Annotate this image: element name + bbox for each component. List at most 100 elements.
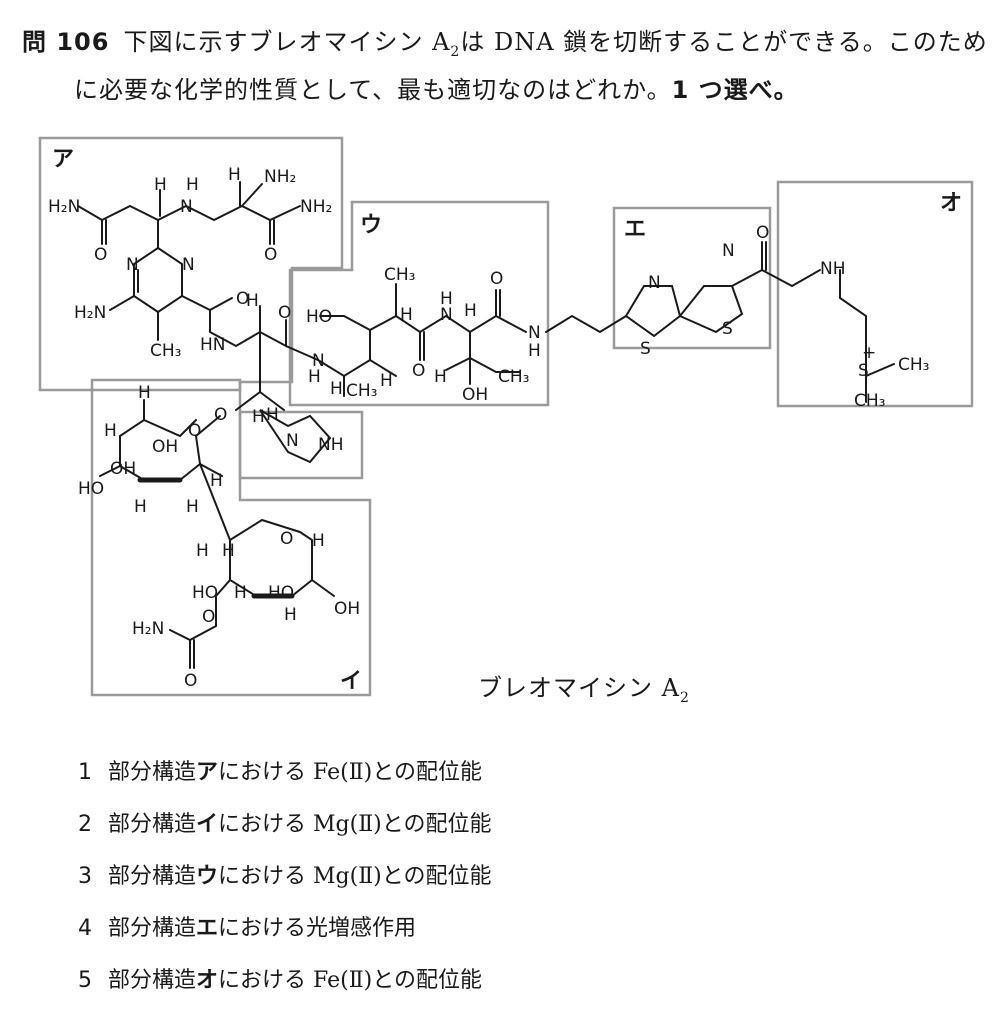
svg-text:HO: HO — [268, 583, 294, 603]
box-label-a: ア — [52, 147, 74, 172]
figure-caption-text: ブレオマイシン A — [478, 674, 680, 702]
svg-text:O: O — [188, 421, 201, 441]
choice-text: における Mg(Ⅱ)との配位能 — [218, 812, 492, 837]
box-u — [288, 200, 550, 407]
box-label-e: エ — [624, 217, 646, 242]
svg-text:CH₃: CH₃ — [150, 341, 181, 361]
choice-5[interactable]: 5 部分構造オにおける Fe(Ⅱ)との配位能 — [78, 962, 482, 994]
svg-text:O: O — [184, 671, 197, 691]
choice-text: における Fe(Ⅱ)との配位能 — [218, 968, 483, 993]
question-line-2: に必要な化学的性質として、最も適切なのはどれか。1 つ選べ。 — [74, 70, 799, 105]
question-text-2: に必要な化学的性質として、最も適切なのはどれか。 — [74, 76, 672, 104]
box-i-imidazole — [238, 410, 364, 480]
figure-caption: ブレオマイシン A2 — [478, 668, 690, 706]
choice-keyword: エ — [196, 916, 219, 941]
svg-text:H: H — [440, 289, 453, 309]
question-select-count: 1 つ選べ。 — [671, 76, 799, 104]
svg-text:O: O — [202, 607, 215, 627]
svg-text:OH: OH — [334, 599, 360, 619]
choice-text: 部分構造 — [108, 968, 197, 993]
svg-text:NH: NH — [820, 259, 846, 279]
svg-text:H: H — [312, 531, 325, 551]
choice-text: 部分構造 — [108, 760, 197, 785]
svg-text:CH₃: CH₃ — [346, 381, 377, 401]
svg-text:N: N — [312, 351, 325, 371]
svg-text:N: N — [126, 255, 139, 275]
svg-text:H₂N: H₂N — [132, 619, 164, 639]
svg-text:O: O — [278, 303, 291, 323]
choice-text: における Fe(Ⅱ)との配位能 — [218, 760, 483, 785]
svg-text:H: H — [284, 605, 297, 625]
choice-number: 3 — [78, 864, 92, 889]
svg-text:H: H — [434, 367, 447, 387]
box-i — [90, 378, 372, 697]
svg-text:H: H — [330, 379, 343, 399]
svg-text:N: N — [648, 273, 661, 293]
svg-text:O: O — [94, 245, 107, 265]
choice-keyword: ウ — [196, 864, 219, 889]
svg-text:OH: OH — [462, 385, 488, 405]
svg-text:N: N — [180, 197, 193, 217]
box-label-o: オ — [940, 191, 962, 216]
choice-keyword: ア — [196, 760, 219, 785]
choice-number: 4 — [78, 916, 92, 941]
svg-text:H: H — [104, 421, 117, 441]
svg-text:N: N — [440, 305, 453, 325]
svg-text:H: H — [228, 165, 241, 185]
choice-3[interactable]: 3 部分構造ウにおける Mg(Ⅱ)との配位能 — [78, 858, 492, 890]
svg-text:N: N — [286, 431, 299, 451]
svg-text:CH₃: CH₃ — [898, 355, 929, 375]
box-label-i: イ — [340, 669, 362, 694]
svg-text:HO: HO — [78, 479, 104, 499]
svg-text:O: O — [756, 223, 769, 243]
svg-text:H: H — [246, 291, 259, 311]
svg-text:CH₃: CH₃ — [384, 265, 415, 285]
choice-number: 5 — [78, 968, 92, 993]
svg-text:H: H — [154, 175, 167, 195]
svg-text:H: H — [210, 471, 223, 491]
svg-text:S: S — [722, 319, 733, 339]
svg-text:H: H — [464, 301, 477, 321]
choice-text: における Mg(Ⅱ)との配位能 — [218, 864, 492, 889]
svg-text:O: O — [490, 269, 503, 289]
svg-text:NH₂: NH₂ — [300, 197, 332, 217]
choice-keyword: オ — [196, 968, 219, 993]
svg-text:NH: NH — [318, 435, 344, 455]
question-text-1b: は DNA 鎖を切断することができる。このため — [460, 28, 988, 56]
svg-text:+: + — [862, 343, 876, 363]
svg-text:OH: OH — [110, 459, 136, 479]
question-subscript: 2 — [450, 43, 461, 60]
structure-bonds — [77, 181, 895, 669]
choice-text: 部分構造 — [108, 812, 197, 837]
svg-text:OH: OH — [152, 437, 178, 457]
svg-text:O: O — [412, 361, 425, 381]
svg-text:O: O — [280, 529, 293, 549]
choice-text: 部分構造 — [108, 864, 197, 889]
box-o — [776, 180, 974, 408]
svg-text:H₂N: H₂N — [48, 197, 80, 217]
svg-text:CH₃: CH₃ — [854, 391, 885, 411]
choice-keyword: イ — [196, 812, 219, 837]
svg-text:NH₂: NH₂ — [264, 167, 296, 187]
svg-text:H: H — [266, 405, 279, 425]
svg-text:S: S — [640, 339, 651, 359]
svg-text:O: O — [214, 405, 227, 425]
svg-text:H: H — [196, 541, 209, 561]
box-label-u: ウ — [360, 213, 382, 238]
svg-text:O: O — [236, 289, 249, 309]
question-text-1a: 下図に示すブレオマイシン A — [123, 28, 451, 56]
choice-text: 部分構造 — [108, 916, 197, 941]
svg-text:H: H — [400, 305, 413, 325]
svg-text:H: H — [138, 383, 151, 403]
svg-text:HO: HO — [306, 307, 332, 327]
figure-caption-subscript: 2 — [679, 689, 690, 706]
svg-text:H: H — [380, 371, 393, 391]
svg-text:N: N — [722, 241, 735, 261]
svg-text:N: N — [528, 323, 541, 343]
svg-text:H: H — [528, 341, 541, 361]
bleomycin-structure-figure: ア イ ウ エ オ — [38, 136, 974, 697]
